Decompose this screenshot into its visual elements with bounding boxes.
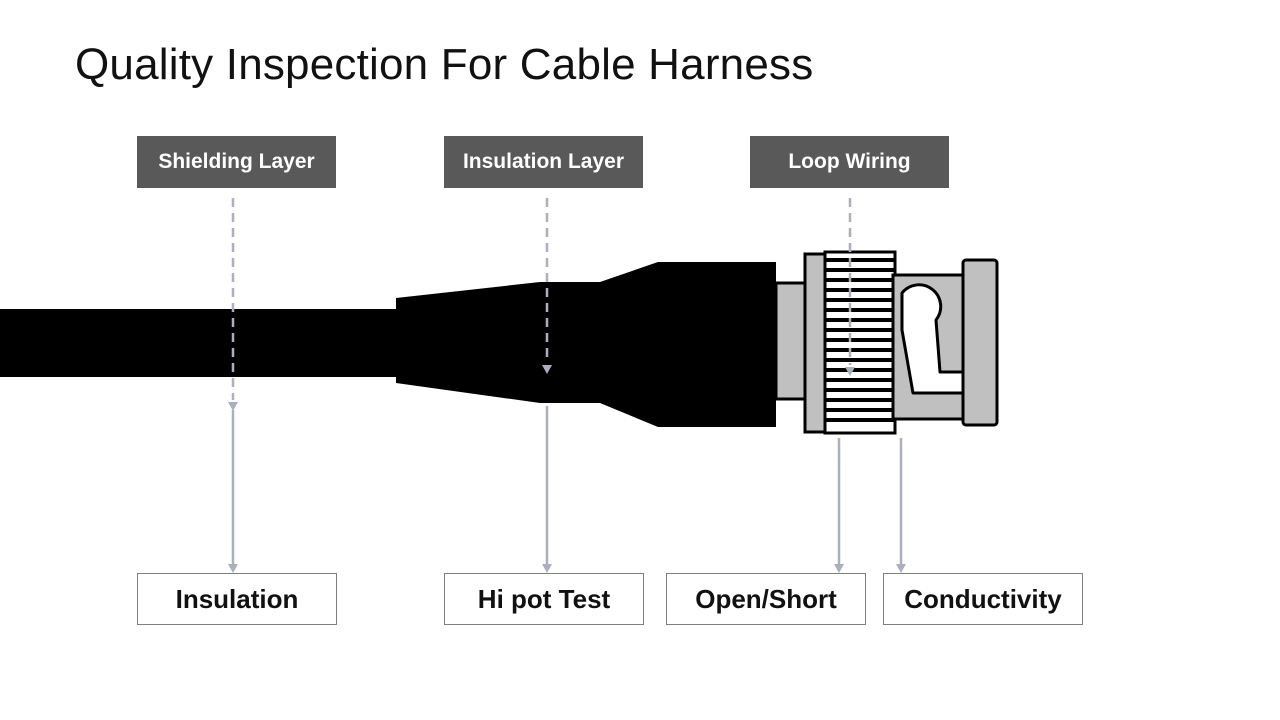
arrowhead — [228, 564, 238, 573]
strain-relief-boot — [396, 262, 776, 427]
shielding-layer-label: Shielding Layer — [137, 136, 336, 188]
arrowhead — [834, 564, 844, 573]
insulation-test-box: Insulation — [137, 573, 337, 625]
arrowhead — [845, 367, 855, 376]
arrowhead — [896, 564, 906, 573]
conductivity-test-box: Conductivity — [883, 573, 1083, 625]
knurled-coupling-nut — [823, 250, 897, 435]
arrowhead — [542, 564, 552, 573]
front-ring — [961, 258, 999, 427]
loop-wiring-label: Loop Wiring — [750, 136, 949, 188]
hipot-test-box: Hi pot Test — [444, 573, 644, 625]
page-title: Quality Inspection For Cable Harness — [75, 40, 814, 89]
cable — [0, 309, 400, 377]
bayonet-slot — [900, 283, 966, 395]
arrowhead — [542, 365, 552, 374]
insulation-layer-label: Insulation Layer — [444, 136, 643, 188]
connector-neck — [774, 281, 808, 401]
arrowhead — [228, 402, 238, 411]
open-short-test-box: Open/Short — [666, 573, 866, 625]
